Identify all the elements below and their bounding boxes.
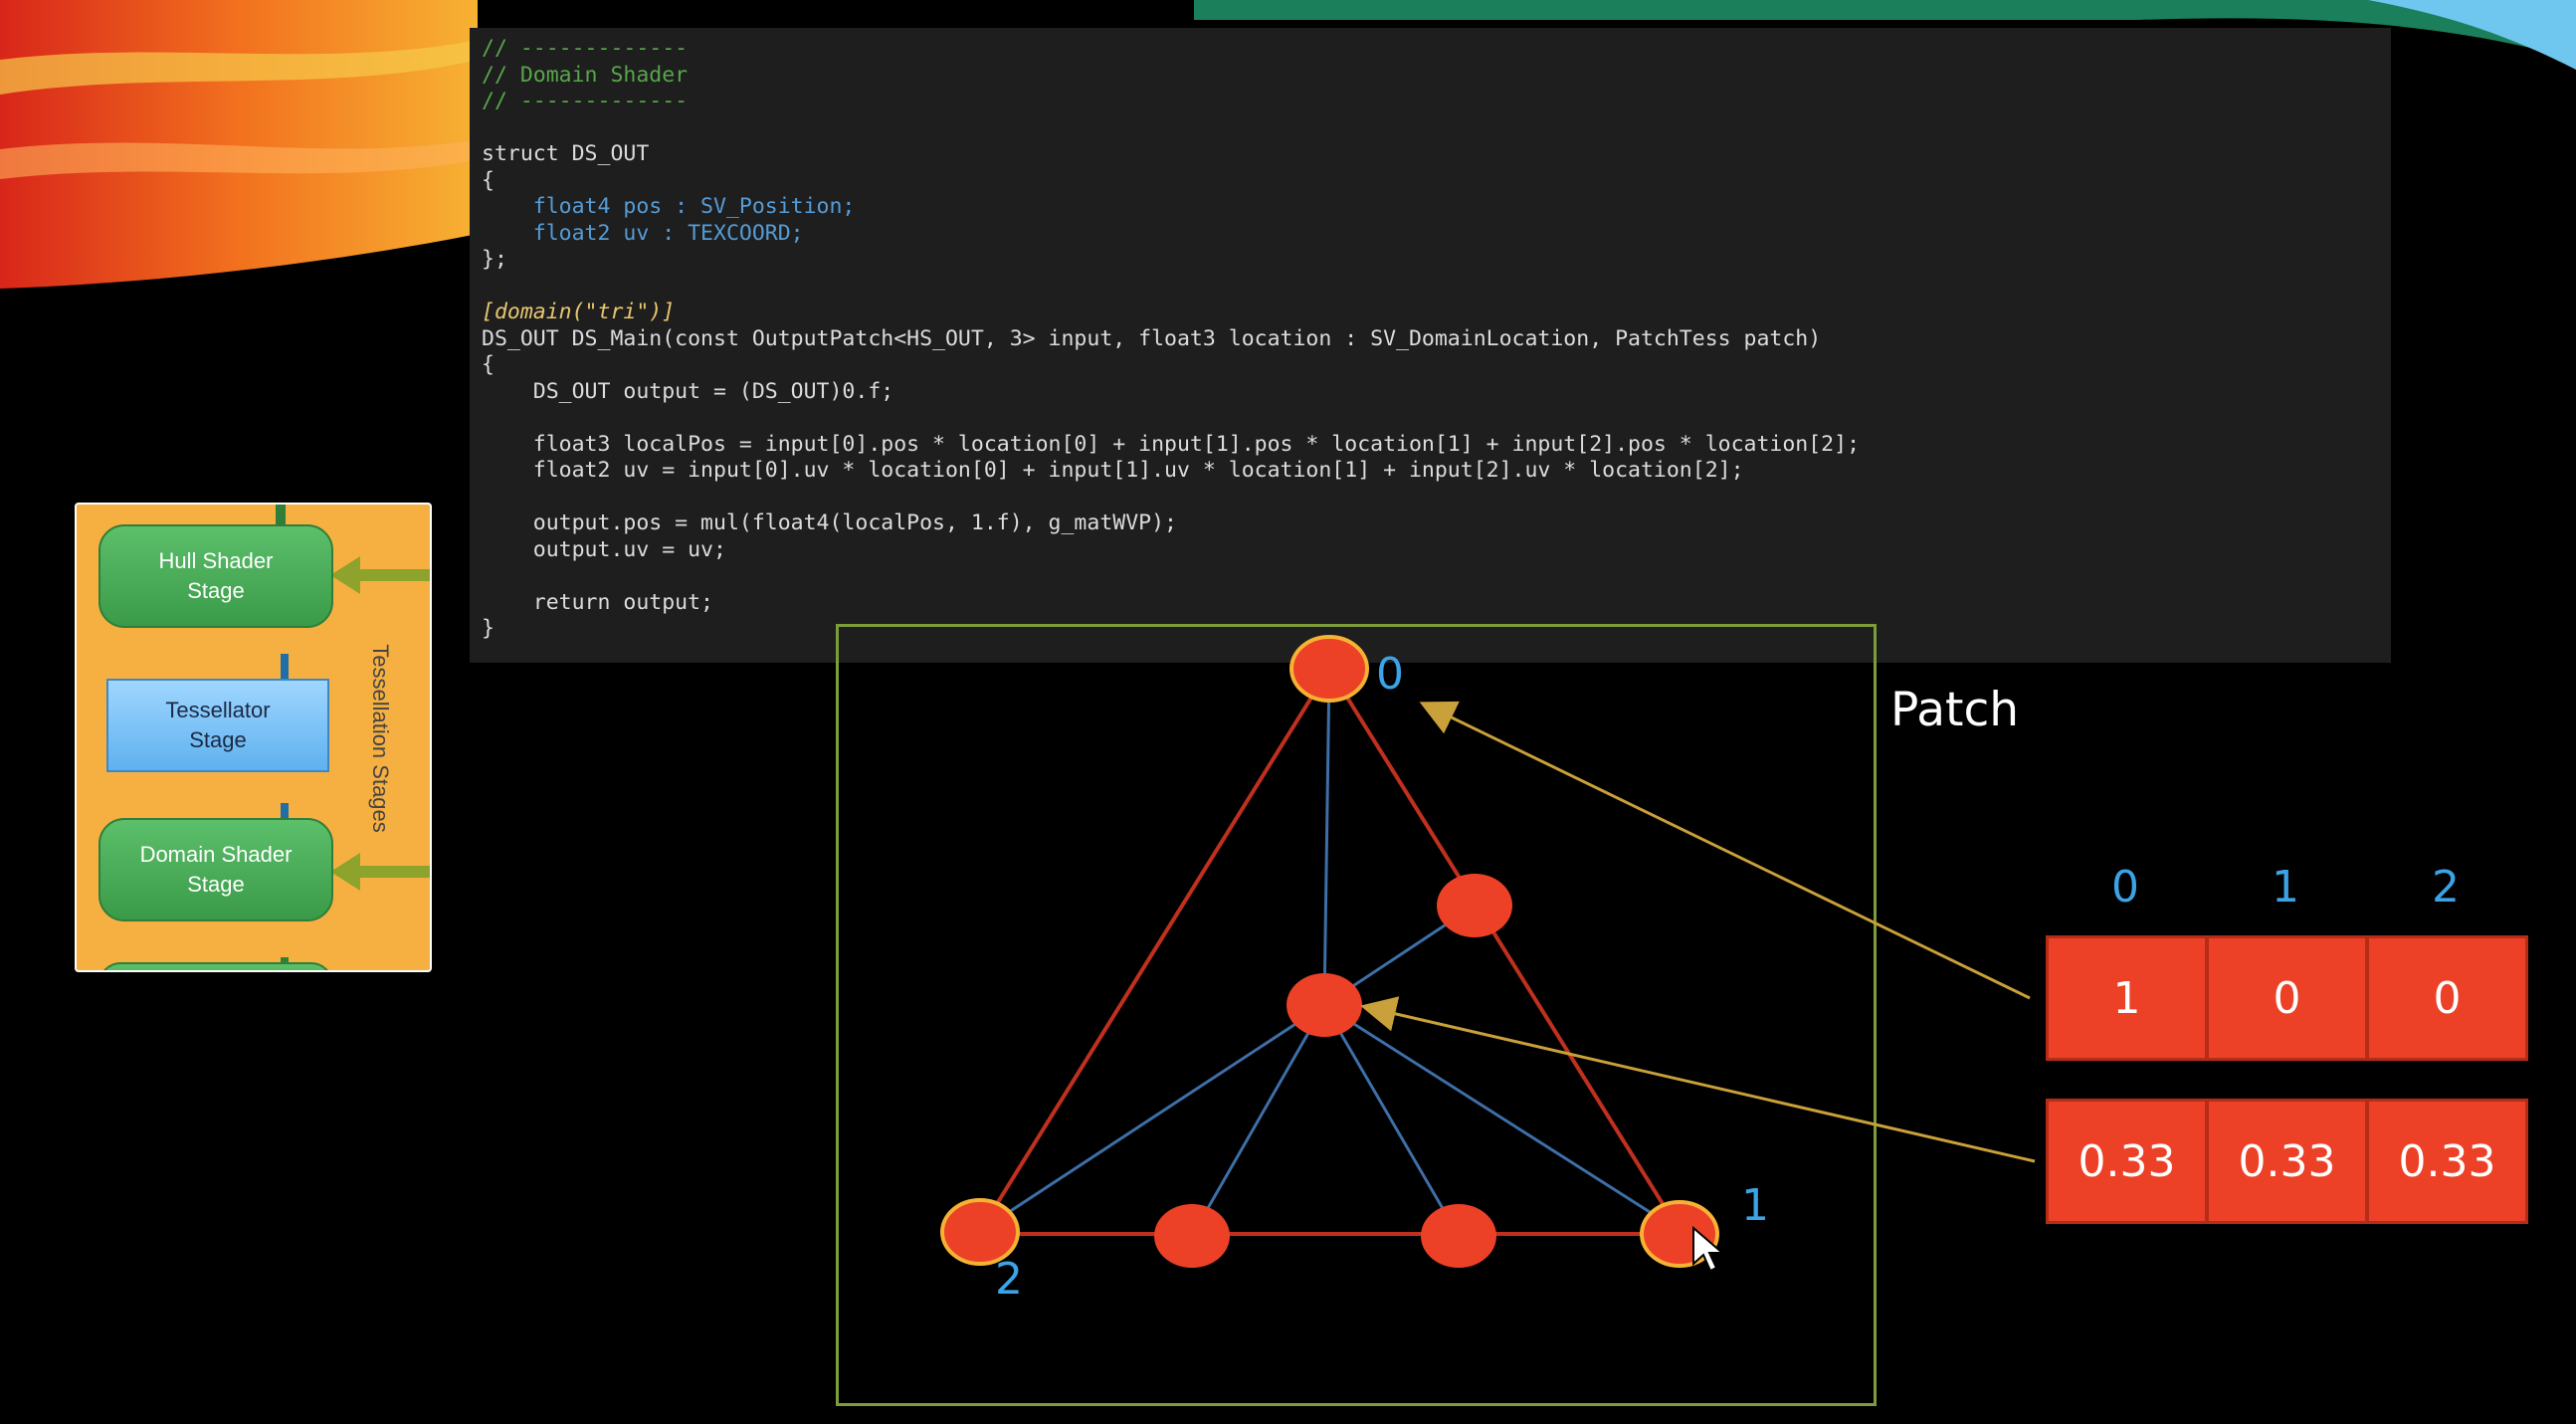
- table-cell: 0.33: [2366, 1099, 2528, 1224]
- code-line-5: struct DS_OUT: [482, 141, 650, 166]
- decorative-swoosh: [0, 0, 2576, 289]
- code-line-2: // Domain Shader: [482, 62, 689, 88]
- code-line-7: float4 pos : SV_Position;: [482, 194, 856, 219]
- code-panel: // ------------- // Domain Shader // ---…: [470, 28, 2391, 663]
- mouse-cursor-icon: [1692, 1226, 1725, 1273]
- table-header-1: 1: [2272, 862, 2299, 913]
- vertex-2-label: 2: [995, 1254, 1023, 1305]
- vertex-0-node: [1289, 635, 1369, 703]
- code-line-13: {: [482, 352, 495, 377]
- outer-edges: [978, 667, 1682, 1236]
- edge-node: [1154, 1204, 1230, 1268]
- vertex-0-label: 0: [1376, 649, 1404, 700]
- patch-nodes: [940, 635, 1719, 1268]
- code-line-17: float2 uv = input[0].uv * location[0] + …: [482, 458, 1744, 483]
- table-cell: 1: [2046, 935, 2208, 1061]
- center-node: [1287, 973, 1362, 1037]
- code-line-9: };: [482, 247, 507, 272]
- domain-shader-stage: Domain Shader Stage: [99, 818, 333, 921]
- inner-edges: [979, 668, 1681, 1237]
- code-line-23: }: [482, 616, 495, 641]
- table-cell: 0: [2206, 935, 2368, 1061]
- patch-frame: [836, 624, 1877, 1406]
- code-line-16: float3 localPos = input[0].pos * locatio…: [482, 431, 1861, 457]
- table-cell: 0.33: [2046, 1099, 2208, 1224]
- code-line-8: float2 uv : TEXCOORD;: [482, 220, 804, 246]
- code-line-1: // -------------: [482, 36, 689, 61]
- code-line-22: return output;: [482, 589, 713, 615]
- code-line-11: [domain("tri")]: [482, 300, 676, 324]
- code-line-20: output.uv = uv;: [482, 536, 726, 562]
- table-cell: 0.33: [2206, 1099, 2368, 1224]
- vertex-2-node: [940, 1198, 1020, 1266]
- vertex-1-label: 1: [1741, 1180, 1769, 1231]
- table-cell: 0: [2366, 935, 2528, 1061]
- tessellator-stage: Tessellator Stage: [106, 679, 329, 772]
- code-line-19: output.pos = mul(float4(localPos, 1.f), …: [482, 510, 1177, 535]
- code-line-12: DS_OUT DS_Main(const OutputPatch<HS_OUT,…: [482, 325, 1822, 351]
- table-header-0: 0: [2111, 862, 2139, 913]
- code-line-6: {: [482, 167, 495, 193]
- edge-node: [1437, 874, 1512, 937]
- tessellation-stages-diagram: Hull Shader Stage Tessellator Stage Doma…: [75, 503, 432, 972]
- code-line-3: // -------------: [482, 89, 689, 113]
- edge-node: [1421, 1204, 1496, 1268]
- pointer-arrows: [1360, 701, 2036, 1163]
- code-line-14: DS_OUT output = (DS_OUT)0.f;: [482, 378, 894, 404]
- table-header-2: 2: [2432, 862, 2460, 913]
- patch-label: Patch: [1890, 683, 2020, 737]
- code-listing: // ------------- // Domain Shader // ---…: [470, 28, 2391, 643]
- hull-shader-stage: Hull Shader Stage: [99, 524, 333, 628]
